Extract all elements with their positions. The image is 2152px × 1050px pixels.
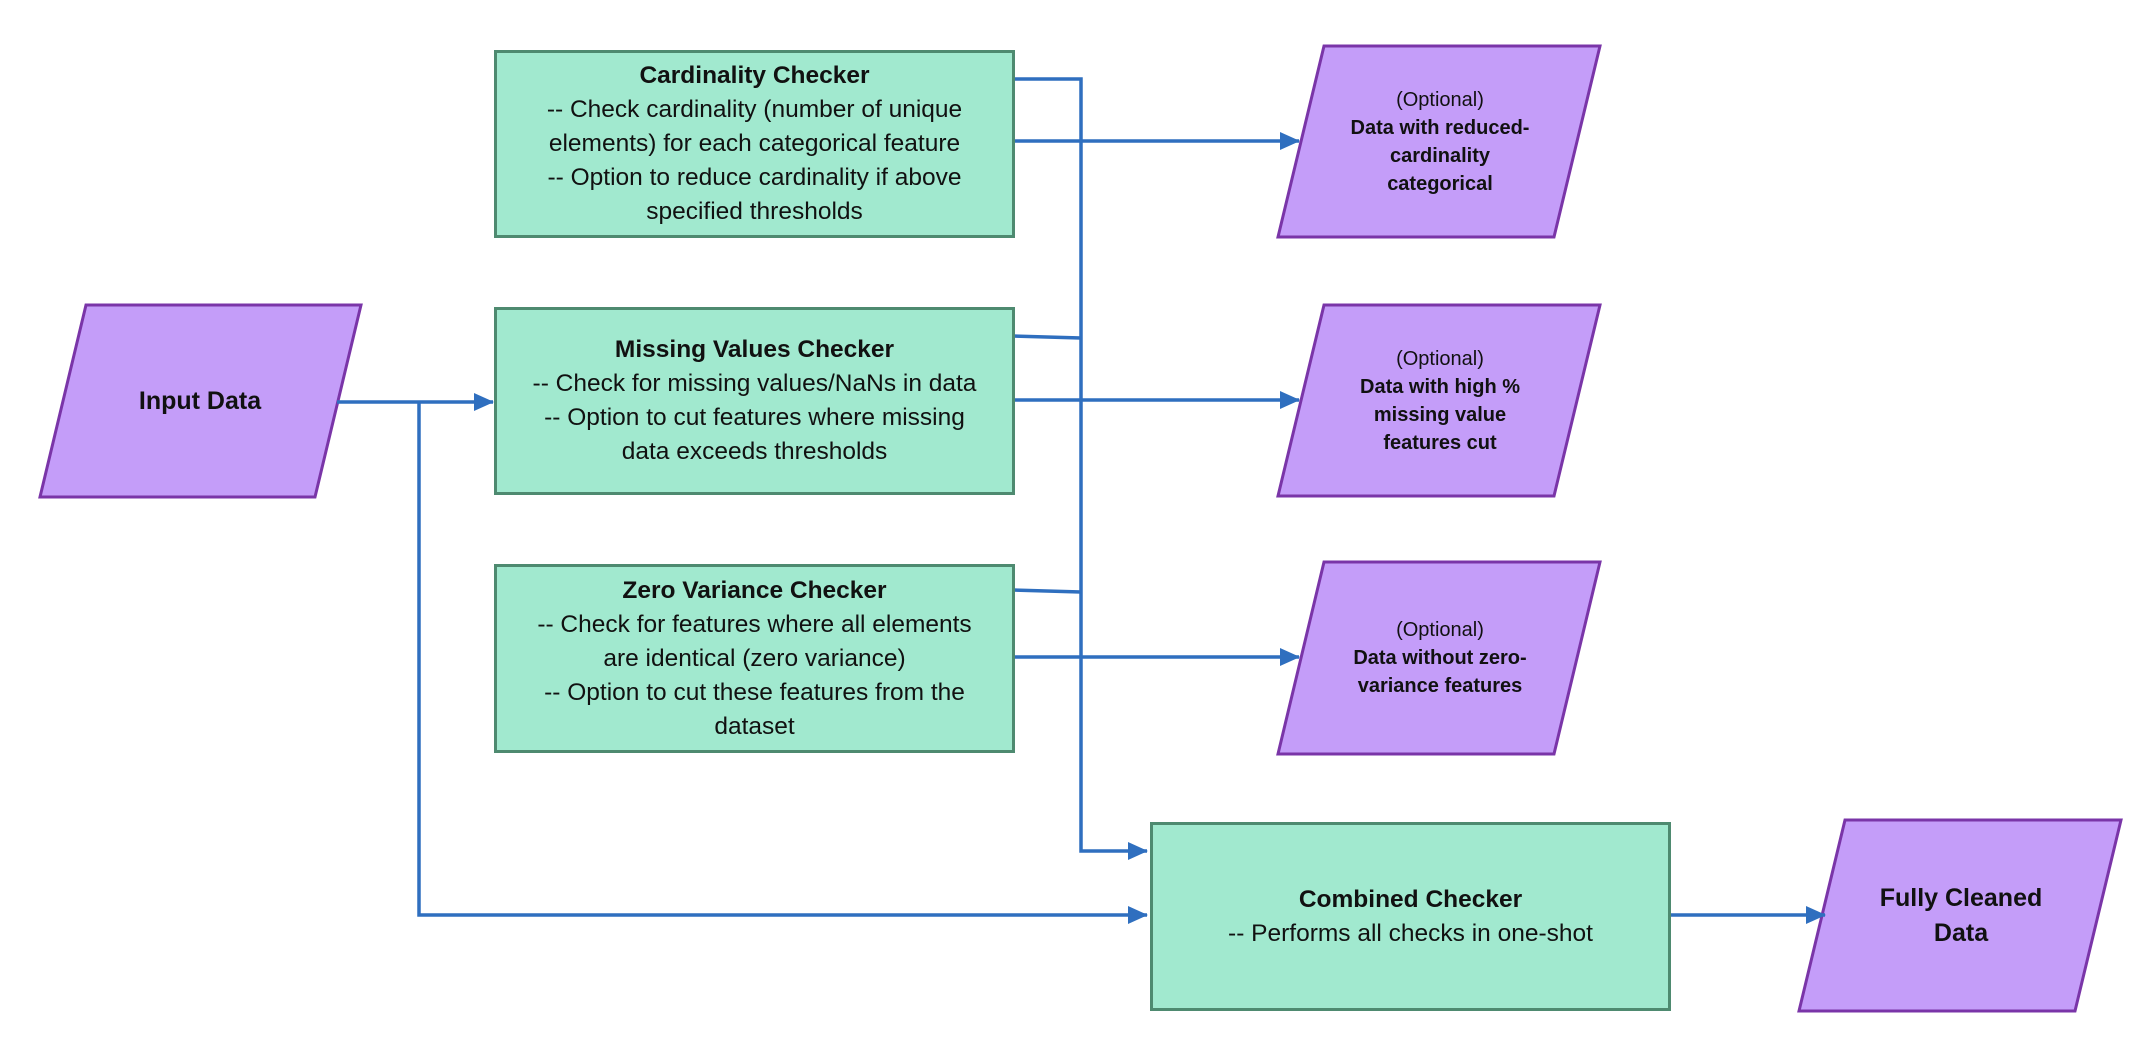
output-missing-line2: missing value xyxy=(1373,403,1507,426)
output-missing-line1: Data with high % xyxy=(1360,375,1520,398)
connector-cardinality-bus xyxy=(1013,77,1148,860)
missing-values-checker-box: Missing Values Checker -- Check for miss… xyxy=(494,307,1015,495)
missing-values-checker-line3: data exceeds thresholds xyxy=(621,438,888,465)
output-zero-variance-line2: variance features xyxy=(1357,675,1523,697)
output-final-label: Fully Cleaned Data xyxy=(1821,820,2101,1011)
missing-values-checker-line2: -- Option to cut features where missing xyxy=(544,404,965,431)
output-cardinality-line1: Data with reduced- xyxy=(1350,116,1530,139)
output-cardinality-line2: cardinality xyxy=(1389,144,1491,167)
output-cardinality-optional: (Optional) xyxy=(1396,88,1484,111)
zero-variance-checker-line1: -- Check for features where all elements xyxy=(537,610,972,638)
output-cardinality-label: (Optional) Data with reduced- cardinalit… xyxy=(1300,46,1580,237)
missing-values-checker-title: Missing Values Checker xyxy=(614,336,895,363)
cardinality-checker-title: Cardinality Checker xyxy=(639,62,870,89)
output-cardinality-line3: categorical xyxy=(1387,172,1493,195)
connector-zero-variance-bus xyxy=(1012,588,1082,594)
zero-variance-checker-line2: are identical (zero variance) xyxy=(603,644,906,672)
cardinality-checker-line3: -- Option to reduce cardinality if above xyxy=(547,164,962,191)
output-final-line2: Data xyxy=(1933,918,1989,947)
input-data-label: Input Data xyxy=(60,305,340,497)
combined-checker-title: Combined Checker xyxy=(1298,885,1523,913)
zero-variance-checker-box: Zero Variance Checker -- Check for featu… xyxy=(494,564,1015,753)
cardinality-checker-line1: -- Check cardinality (number of unique xyxy=(546,96,963,123)
combined-checker-line1: -- Performs all checks in one-shot xyxy=(1228,919,1593,947)
connectors xyxy=(337,77,1826,924)
output-missing-optional: (Optional) xyxy=(1396,347,1484,370)
output-final-line1: Fully Cleaned xyxy=(1879,883,2043,912)
output-cardinality-shape xyxy=(1276,44,1602,239)
input-data-text: Input Data xyxy=(138,386,262,415)
input-data-shape xyxy=(38,303,363,499)
output-zero-variance-shape xyxy=(1276,560,1602,756)
output-missing-shape xyxy=(1276,303,1602,498)
output-zero-variance-label: (Optional) Data without zero- variance f… xyxy=(1300,562,1580,754)
output-final-shape xyxy=(1797,818,2123,1013)
zero-variance-checker-line4: dataset xyxy=(714,712,795,740)
combined-checker-box: Combined Checker -- Performs all checks … xyxy=(1150,822,1671,1011)
output-zero-variance-line1: Data without zero- xyxy=(1353,647,1527,669)
cardinality-checker-box: Cardinality Checker -- Check cardinality… xyxy=(494,50,1015,238)
connector-input-combined xyxy=(417,402,1148,924)
cardinality-checker-line4: specified thresholds xyxy=(646,198,863,225)
output-missing-label: (Optional) Data with high % missing valu… xyxy=(1300,305,1580,496)
zero-variance-checker-title: Zero Variance Checker xyxy=(622,576,887,604)
cardinality-checker-line2: elements) for each categorical feature xyxy=(548,130,961,157)
output-missing-line3: features cut xyxy=(1383,431,1497,454)
missing-values-checker-line1: -- Check for missing values/NaNs in data xyxy=(532,370,977,397)
connector-missing-bus xyxy=(1012,334,1082,340)
output-zero-variance-optional: (Optional) xyxy=(1396,619,1484,641)
zero-variance-checker-line3: -- Option to cut these features from the xyxy=(544,678,965,706)
